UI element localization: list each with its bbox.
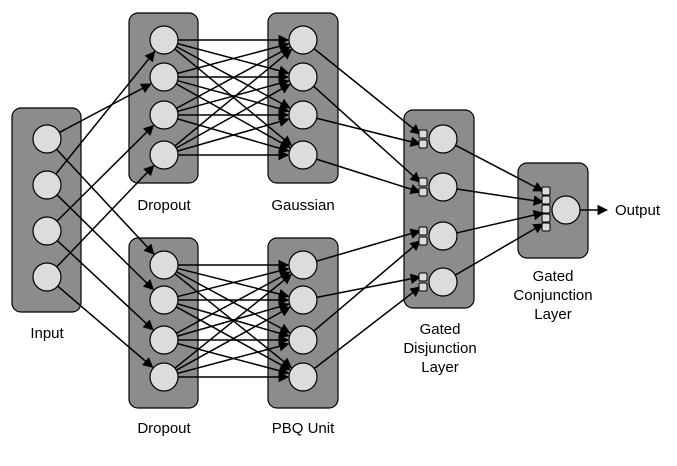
pbq-unit-neuron <box>288 250 318 280</box>
dropout-top-neuron <box>149 140 179 170</box>
disjunction-gate-input <box>418 187 428 197</box>
dropout-bottom-neuron <box>149 362 179 392</box>
dropout-to-gaussian-edge <box>177 41 290 75</box>
dropout-top-neuron <box>149 25 179 55</box>
gated-disjunction-label-line1: Gated <box>420 321 461 338</box>
pbq-unit-neuron <box>288 325 318 355</box>
dropout-to-gaussian-edge <box>177 116 290 152</box>
disjunction-gate-input <box>418 226 428 236</box>
input-neuron <box>32 170 62 200</box>
dropout-to-pbq-edge <box>177 301 290 337</box>
dropout-bottom-neuron <box>149 325 179 355</box>
pbq-to-disjunction-edge <box>313 286 421 370</box>
disjunction-to-conjunction-edge <box>456 210 545 234</box>
gated-disjunction-layer-box <box>403 109 475 309</box>
dropout-bottom-neuron <box>149 285 179 315</box>
dropout-to-gaussian-edge <box>174 48 293 147</box>
gated-disjunction-neuron <box>428 221 458 251</box>
gated-disjunction-label-line3: Layer <box>421 359 459 376</box>
dropout-top-label: Dropout <box>137 197 191 214</box>
gaussian-neuron <box>288 25 318 55</box>
dropout-to-pbq-edge <box>174 273 293 369</box>
dropout-to-pbq-edge <box>175 271 291 335</box>
dropout-top-neuron <box>149 100 179 130</box>
dropout-to-gaussian-edge <box>175 83 291 149</box>
conjunction-gate-input <box>541 186 551 196</box>
output-label: Output <box>615 202 661 219</box>
gated-disjunction-neuron <box>428 124 458 154</box>
input-to-dropout-edge <box>56 124 155 222</box>
gaussian-neuron <box>288 140 318 170</box>
disjunction-gate-input <box>418 236 428 246</box>
gated-disjunction-neuron <box>428 267 458 297</box>
disjunction-to-conjunction-edge <box>456 188 545 206</box>
gaussian-to-disjunction-edge <box>316 158 422 195</box>
input-neuron <box>32 262 62 292</box>
pbq-unit-neuron <box>288 285 318 315</box>
dropout-to-pbq-edge <box>177 265 290 298</box>
input-to-dropout-edge <box>59 83 152 134</box>
gated-conjunction-neuron <box>551 195 581 225</box>
input-to-dropout-edge <box>57 285 154 368</box>
gaussian-neuron <box>288 62 318 92</box>
gaussian-label: Gaussian <box>271 197 334 214</box>
gated-conjunction-label-line2: Conjunction <box>513 287 592 304</box>
gated-disjunction-label-line2: Disjunction <box>403 340 476 357</box>
conjunction-gate-input <box>541 222 551 232</box>
input-neuron <box>32 124 62 154</box>
input-to-dropout-edge <box>56 165 155 268</box>
input-to-dropout-edge <box>56 194 155 291</box>
disjunction-gate-input <box>418 272 428 282</box>
dropout-to-pbq-edge <box>177 341 290 375</box>
pbq-to-disjunction-edge <box>316 273 422 299</box>
disjunction-gate-input <box>418 177 428 187</box>
pbq-unit-neuron <box>288 362 318 392</box>
dropout-top-neuron <box>149 62 179 92</box>
gated-conjunction-label-line1: Gated <box>533 268 574 285</box>
gated-disjunction-neuron <box>428 172 458 202</box>
dropout-bottom-neuron <box>149 250 179 280</box>
conjunction-gate-input <box>541 213 551 223</box>
input-to-dropout-edge <box>55 148 155 255</box>
input-to-dropout-edge <box>55 50 156 175</box>
conjunction-gate-input <box>541 195 551 205</box>
dropout-to-gaussian-edge <box>177 78 290 113</box>
disjunction-gate-input <box>418 282 428 292</box>
dropout-to-pbq-edge <box>175 306 291 371</box>
gaussian-to-disjunction-edge <box>313 85 421 183</box>
disjunction-to-conjunction-edge <box>455 144 544 192</box>
conjunction-gate-input <box>541 204 551 214</box>
dropout-bottom-label: Dropout <box>137 420 191 437</box>
disjunction-gate-input <box>418 139 428 149</box>
input-label: Input <box>30 325 64 342</box>
pbq-unit-label: PBQ Unit <box>272 420 335 437</box>
gaussian-neuron <box>288 100 318 130</box>
input-neuron <box>32 216 62 246</box>
disjunction-to-conjunction-edge <box>454 223 544 276</box>
input-layer-box <box>11 107 82 313</box>
pbq-to-disjunction-edge <box>316 228 422 262</box>
input-to-dropout-edge <box>56 239 154 331</box>
gated-conjunction-label-line3: Layer <box>534 306 572 323</box>
gaussian-to-disjunction-edge <box>313 48 421 135</box>
pbq-to-disjunction-edge <box>313 240 421 332</box>
gaussian-to-disjunction-edge <box>316 117 422 147</box>
disjunction-gate-input <box>418 129 428 139</box>
dropout-to-gaussian-edge <box>175 46 291 110</box>
